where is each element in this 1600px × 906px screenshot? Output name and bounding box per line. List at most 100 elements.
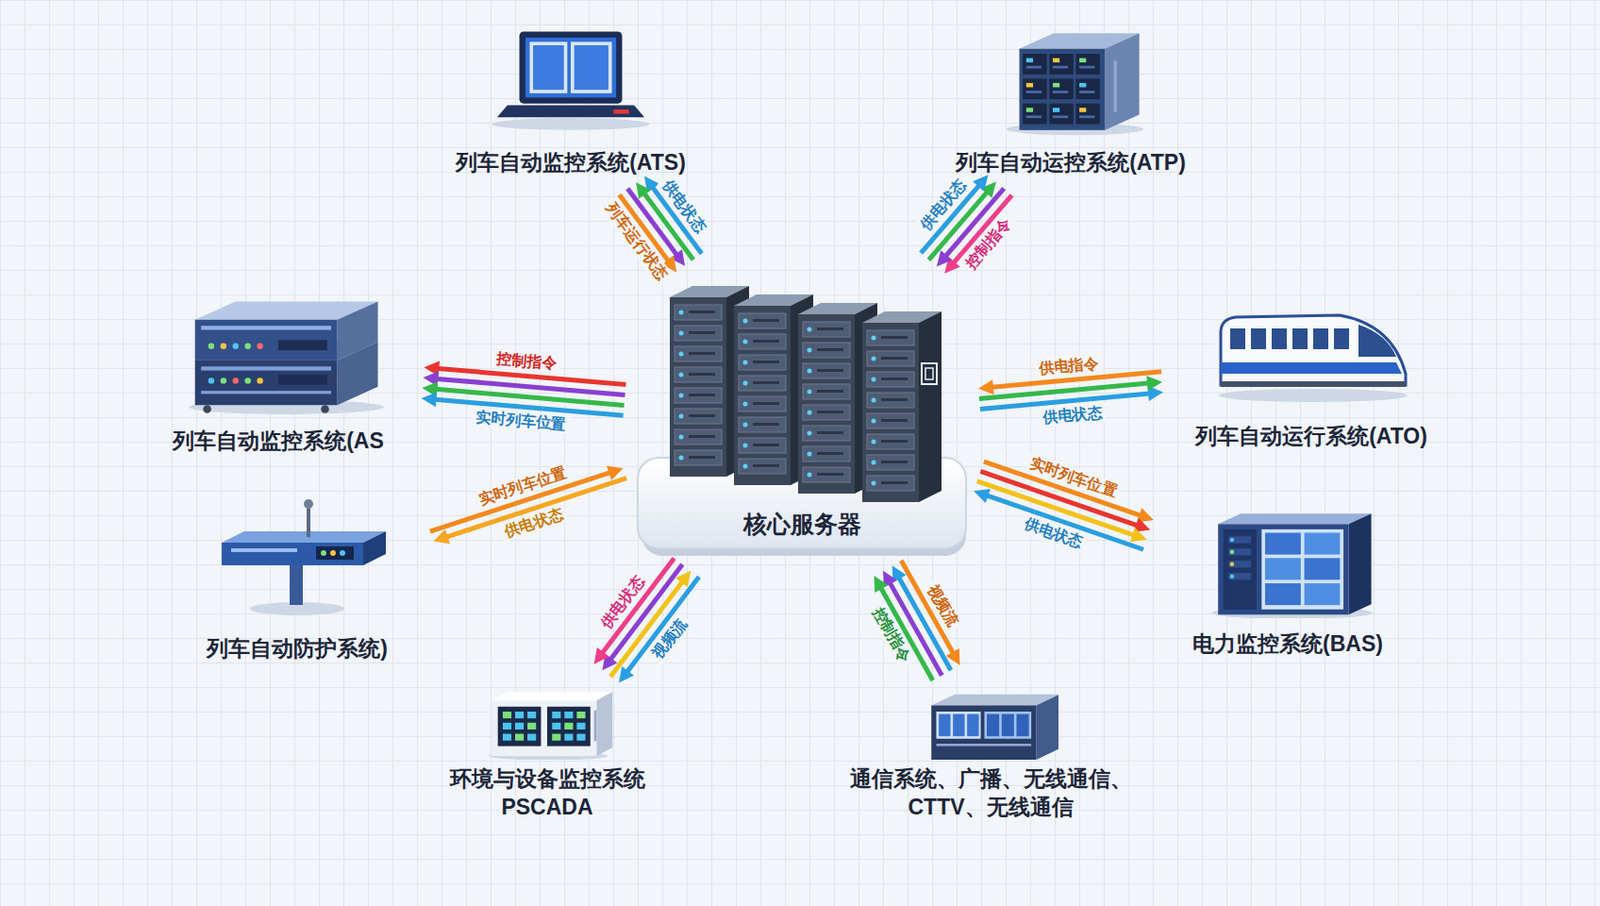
icon-part <box>952 714 965 737</box>
system-node: 列车自动监控系统(AS <box>141 283 416 458</box>
icon-part <box>807 472 813 478</box>
icon-part <box>1217 523 1349 615</box>
icon-part <box>752 381 780 384</box>
icon-part <box>866 433 915 450</box>
icon-part <box>738 375 786 391</box>
icon-part <box>336 300 378 360</box>
icon-part <box>1035 694 1059 760</box>
icon-part <box>866 413 915 429</box>
icon-part <box>1026 58 1034 64</box>
flow-label: 列车运行状态 <box>600 196 674 286</box>
icon-part <box>1049 103 1073 125</box>
icon-part <box>502 711 512 718</box>
icon-part <box>871 460 877 466</box>
icon-part <box>738 416 786 433</box>
cabinet-icon <box>976 26 1166 138</box>
icon-part <box>743 360 749 366</box>
icon-part <box>1026 90 1042 94</box>
icon-part <box>1079 115 1095 118</box>
icon-part <box>807 368 813 374</box>
icon-part <box>1075 53 1100 75</box>
arrow-head <box>1146 375 1163 391</box>
icon-part <box>679 414 684 419</box>
icon-part <box>1265 557 1301 580</box>
icon-part <box>1349 513 1372 615</box>
icon-part <box>743 464 749 469</box>
icon-part <box>221 531 386 543</box>
icon-part <box>807 348 813 353</box>
icon-part <box>738 396 786 412</box>
icon-part <box>679 351 684 357</box>
icon-part <box>752 339 780 343</box>
icon-part <box>752 464 780 467</box>
icon-part <box>1022 103 1047 125</box>
icon-part <box>866 350 915 367</box>
icon-part <box>816 431 844 434</box>
icon-part <box>807 389 813 395</box>
icon-part <box>1230 537 1235 543</box>
icon-part <box>316 546 354 560</box>
icon-part <box>1079 58 1086 64</box>
icon-part <box>1016 714 1029 737</box>
icon-part <box>221 542 364 566</box>
icon-part <box>679 331 684 336</box>
icon-part <box>1228 548 1251 555</box>
icon-part <box>881 377 908 381</box>
icon-part <box>1019 49 1106 131</box>
flow-label: 供电状态 <box>1038 401 1109 428</box>
icon-part <box>679 455 684 461</box>
icon-part <box>866 371 915 387</box>
icon-part <box>1079 83 1086 88</box>
icon-part <box>303 499 314 509</box>
icon-part <box>881 398 908 401</box>
icon-part <box>743 318 749 324</box>
flow-label: 控制指令 <box>491 349 561 374</box>
icon-part <box>1104 33 1139 131</box>
glasscab-icon <box>1192 504 1384 618</box>
icon-part <box>688 414 716 417</box>
arrow-head <box>635 182 651 200</box>
icon-part <box>802 321 850 337</box>
icon-part <box>674 450 722 466</box>
icon-part <box>491 700 597 756</box>
icon-part <box>688 455 716 459</box>
icon-part <box>1265 533 1301 555</box>
node-label: 列车自动监控系统(ATS) <box>455 149 686 178</box>
arrow-head <box>978 379 995 395</box>
icon-part <box>983 711 1032 739</box>
icon-part <box>871 377 877 383</box>
icon-part <box>1075 103 1100 125</box>
icon-part <box>515 722 524 730</box>
icon-part <box>1079 107 1086 113</box>
icon-part <box>866 330 915 346</box>
system-node: 电力监控系统(BAS) <box>1155 504 1420 661</box>
icon-part <box>679 310 684 316</box>
icon-part <box>802 342 850 358</box>
icon-part <box>1265 583 1301 605</box>
icon-part <box>866 392 915 408</box>
icon-part <box>688 434 716 438</box>
icon-part <box>1026 83 1034 88</box>
icon-part <box>1001 714 1015 737</box>
icon-part <box>871 335 877 341</box>
system-node: 列车自动监控系统(ATS) <box>433 26 708 180</box>
icon-part <box>816 410 844 414</box>
icon-part <box>547 706 591 747</box>
icon-part <box>1333 328 1350 350</box>
icon-part <box>576 733 585 741</box>
icon-part <box>339 550 346 556</box>
icon-part <box>738 354 786 370</box>
icon-part <box>570 41 613 93</box>
icon-part <box>871 418 877 424</box>
icon-part <box>1223 529 1257 610</box>
system-node: 环境与设备监控系统 PSCADA <box>412 679 683 824</box>
icon-part <box>1079 90 1095 94</box>
icon-part <box>798 314 855 494</box>
icon-part <box>1220 362 1402 374</box>
icon-part <box>807 451 813 457</box>
icon-part <box>752 360 780 364</box>
icon-part <box>491 117 650 131</box>
icon-part <box>802 446 850 462</box>
icon-part <box>1026 115 1042 118</box>
